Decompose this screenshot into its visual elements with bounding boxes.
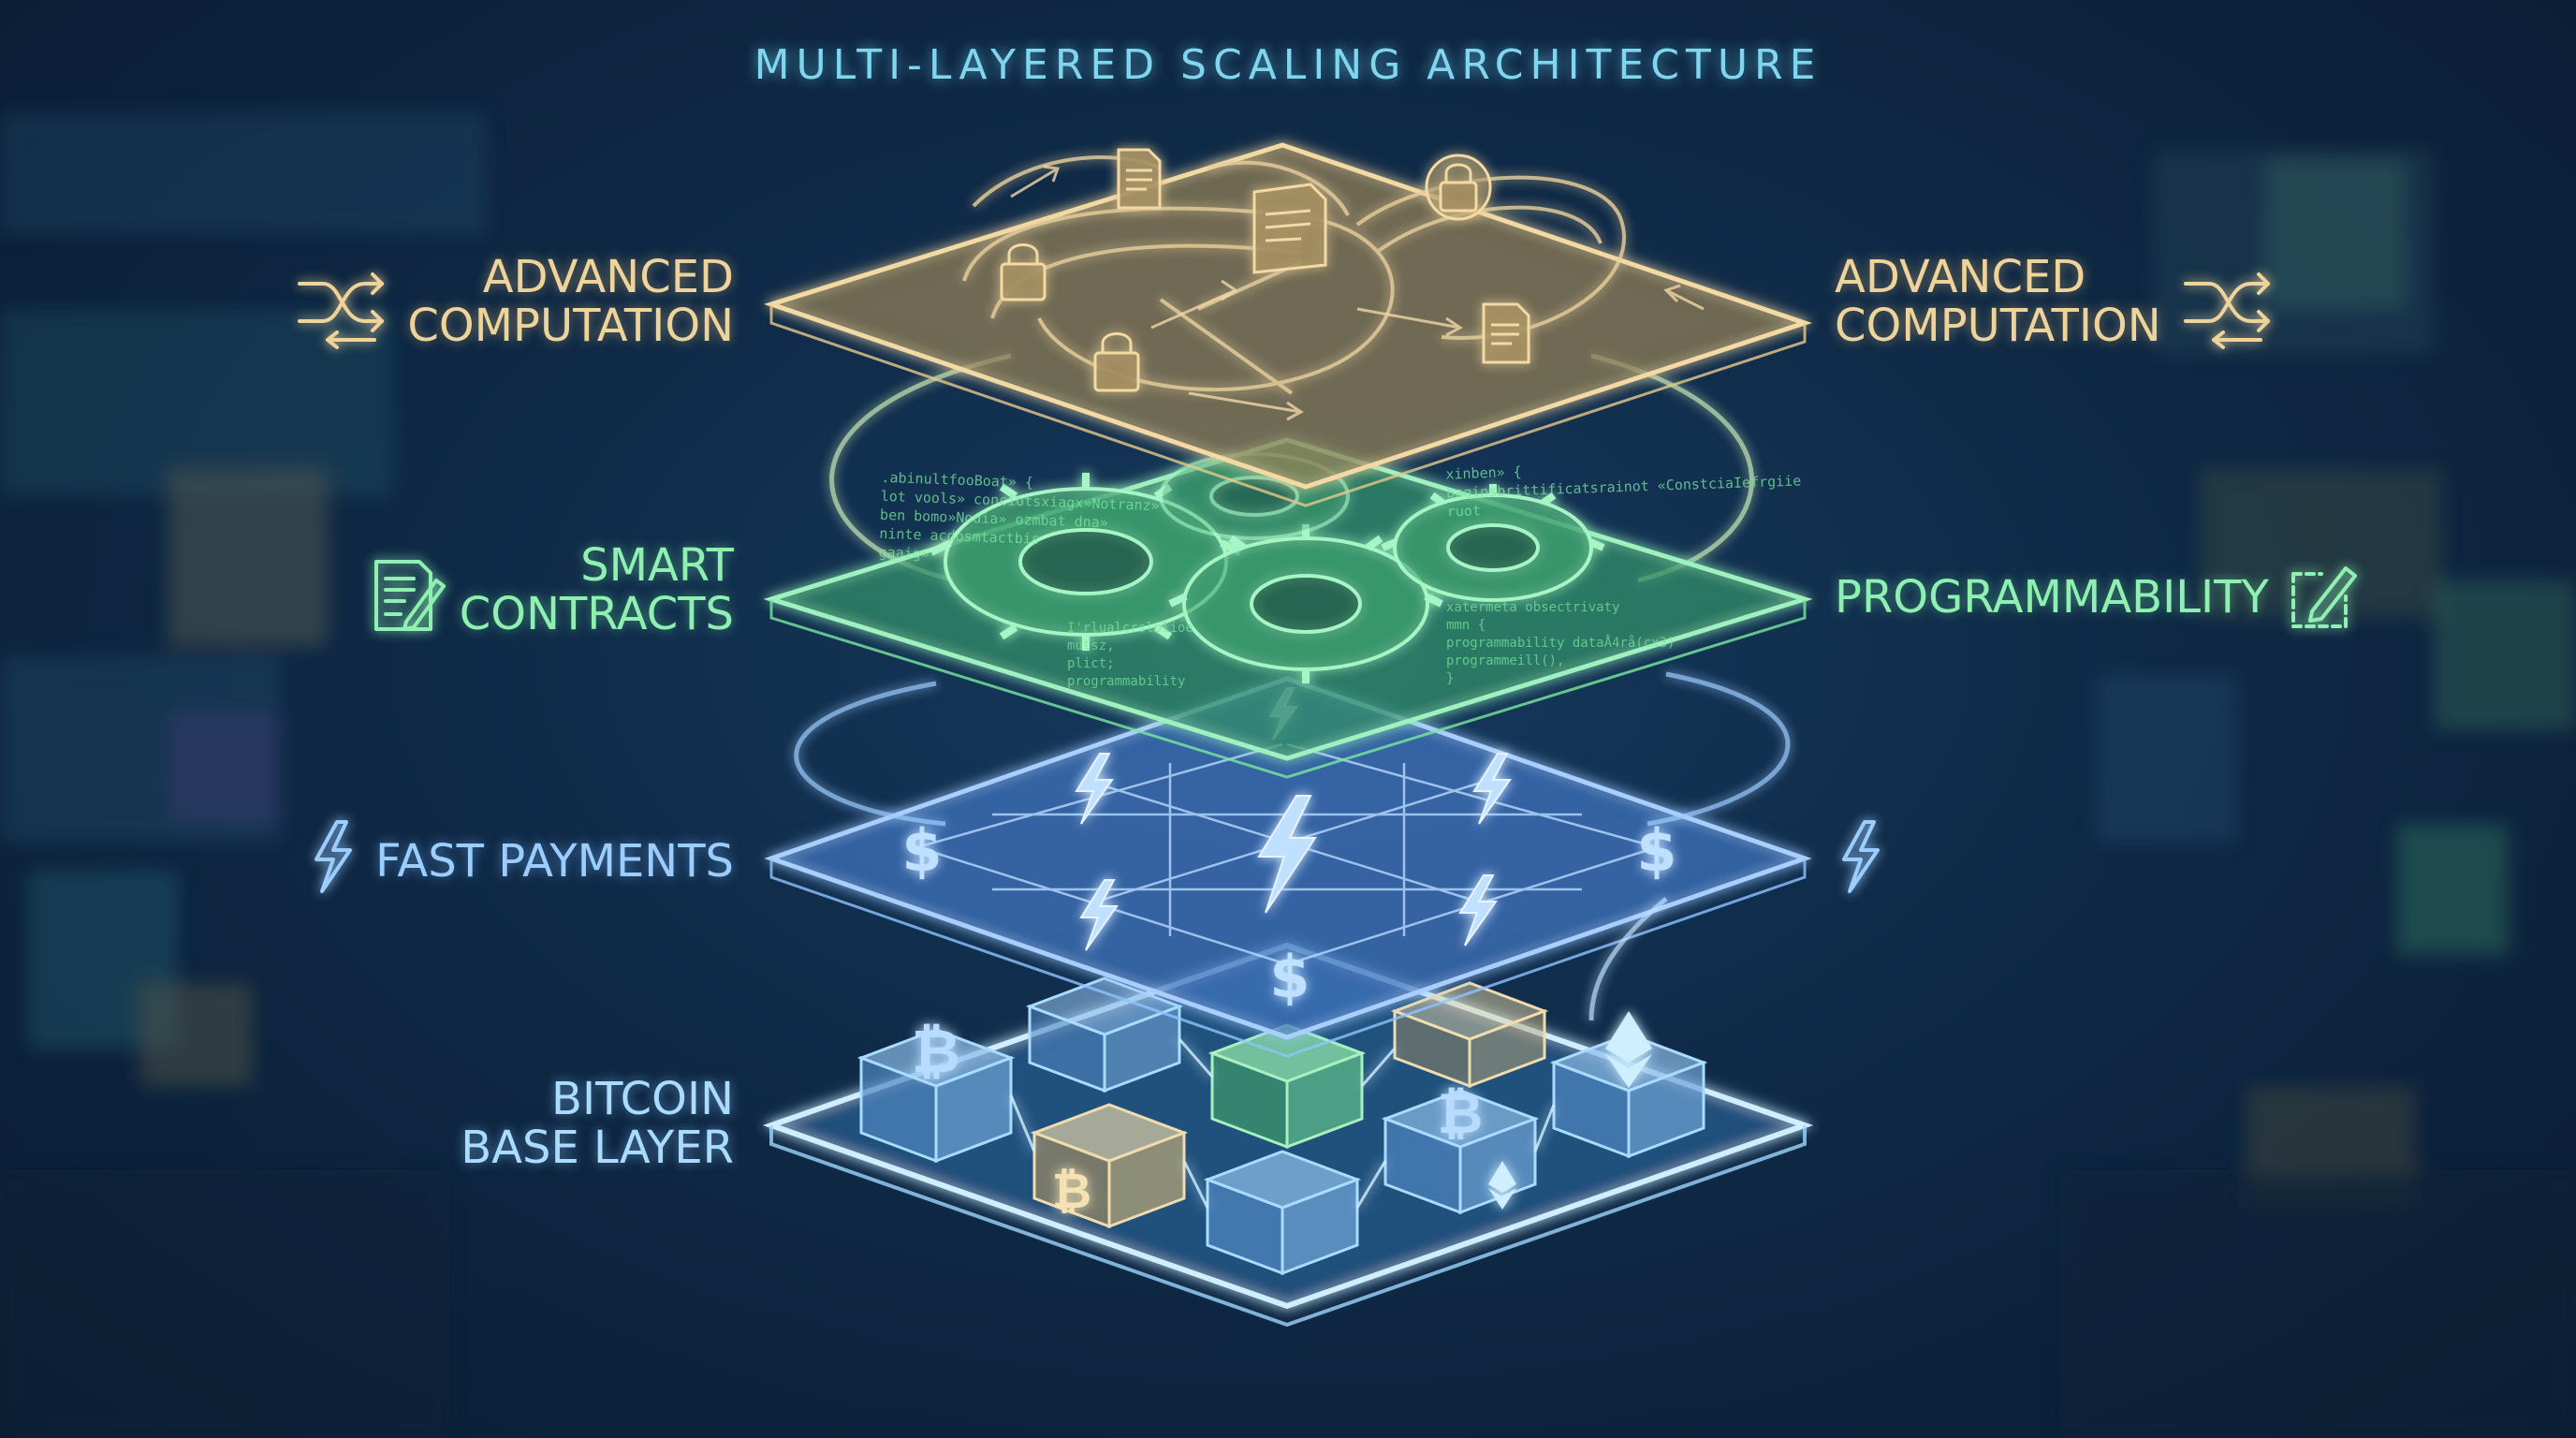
bitcoin-icon: ₿ [1052, 1164, 1091, 1220]
label-line: BASE LAYER [461, 1123, 734, 1172]
label-advanced-computation-left: ADVANCED COMPUTATION [407, 253, 734, 350]
contract-document-icon [376, 562, 444, 629]
document-icon [1484, 304, 1529, 362]
dollar-icon: $ [901, 816, 942, 885]
code-line: programmability dataÅ4rå(cx3) [1446, 635, 1675, 653]
code-line: programmeill(), [1446, 653, 1675, 670]
label-line: ADVANCED [407, 253, 734, 301]
label-line: FAST PAYMENTS [375, 837, 734, 886]
label-smart-contracts: SMART CONTRACTS [460, 541, 734, 638]
label-programmability: PROGRAMMABILITY [1835, 573, 2269, 622]
code-line: plict; [1067, 655, 1193, 673]
code-snippet-bottom-left: I'rlualcrslolioe mutsz, plict; programma… [1067, 620, 1193, 691]
lightning-icon [1844, 822, 1878, 891]
label-line: BITCOIN [461, 1075, 734, 1123]
label-line: PROGRAMMABILITY [1835, 573, 2269, 622]
document-icon [1254, 184, 1325, 272]
computation-layer [771, 145, 1805, 506]
code-line: mmn { [1446, 617, 1675, 635]
label-advanced-computation-right: ADVANCED COMPUTATION [1835, 253, 2161, 350]
code-line: I'rlualcrslolioe [1067, 620, 1193, 638]
lightning-icon [316, 822, 350, 891]
code-line: programmability [1067, 673, 1193, 691]
diagram-title: MULTI-LAYERED SCALING ARCHITECTURE [0, 41, 2576, 89]
lock-icon [1427, 155, 1490, 219]
label-line: COMPUTATION [1835, 301, 2161, 350]
dollar-icon: $ [1636, 816, 1676, 885]
bitcoin-icon: ₿ [1438, 1081, 1484, 1147]
label-line: SMART [460, 541, 734, 590]
label-line: ADVANCED [1835, 253, 2161, 301]
label-fast-payments: FAST PAYMENTS [375, 837, 734, 886]
dollar-icon: $ [1269, 943, 1310, 1011]
code-line: } [1446, 670, 1675, 688]
document-icon [1119, 150, 1160, 208]
code-line: xatermeta obsectrivaty [1446, 599, 1675, 617]
label-bitcoin-base-layer: BITCOIN BASE LAYER [461, 1075, 734, 1172]
label-line: CONTRACTS [460, 590, 734, 638]
code-snippet-left: .abinultfooBoat» { lot vools» conciotsxi… [878, 468, 1160, 571]
code-line: mutsz, [1067, 638, 1193, 655]
label-line: COMPUTATION [407, 301, 734, 350]
bitcoin-icon: ₿ [912, 1018, 960, 1087]
code-snippet-bottom-right: xatermeta obsectrivaty mmn { programmabi… [1446, 599, 1675, 688]
